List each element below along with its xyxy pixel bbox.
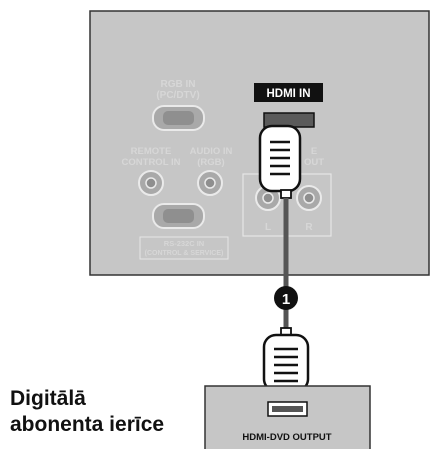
remote-control-label: REMOTE <box>131 146 172 157</box>
rs232c-label-box: RS-232C IN (CONTROL & SERVICE) <box>139 236 229 260</box>
device-caption: Digitālā abonenta ierīce <box>10 386 205 438</box>
rs232c-port <box>152 203 205 229</box>
device-caption-line2: abonenta ierīce <box>10 413 165 436</box>
audio-in-label: AUDIO IN <box>190 146 233 157</box>
rgb-in-port <box>152 105 205 131</box>
remote-control-jack <box>138 170 164 196</box>
audio-out-label: E <box>311 146 317 157</box>
step-marker-number: 1 <box>282 291 290 308</box>
set-top-box: HDMI-DVD OUTPUT <box>204 385 371 449</box>
hdmi-in-label: HDMI IN <box>266 88 310 100</box>
remote-control-sublabel: CONTROL IN <box>122 157 181 168</box>
audio-right-label: R <box>305 222 313 233</box>
hdmi-in-label-box: HDMI IN <box>254 83 323 102</box>
audio-out-sublabel: OUT <box>304 157 324 168</box>
device-caption-line1: Digitālā <box>10 387 86 410</box>
rgb-in-label: RGB IN <box>161 79 196 90</box>
rs232c-sublabel: (CONTROL & SERVICE) <box>145 250 224 257</box>
audio-in-sublabel: (RGB) <box>197 157 224 168</box>
hdmi-output-label: HDMI-DVD OUTPUT <box>242 432 331 443</box>
hdmi-plug-bottom <box>262 327 310 393</box>
rgb-in-sublabel: (PC/DTV) <box>156 90 199 101</box>
rs232c-label: RS-232C IN <box>164 239 204 248</box>
step-marker: 1 <box>274 286 298 310</box>
audio-left-label: L <box>265 222 271 233</box>
hdmi-plug-top <box>258 112 315 199</box>
audio-in-jack <box>197 170 223 196</box>
